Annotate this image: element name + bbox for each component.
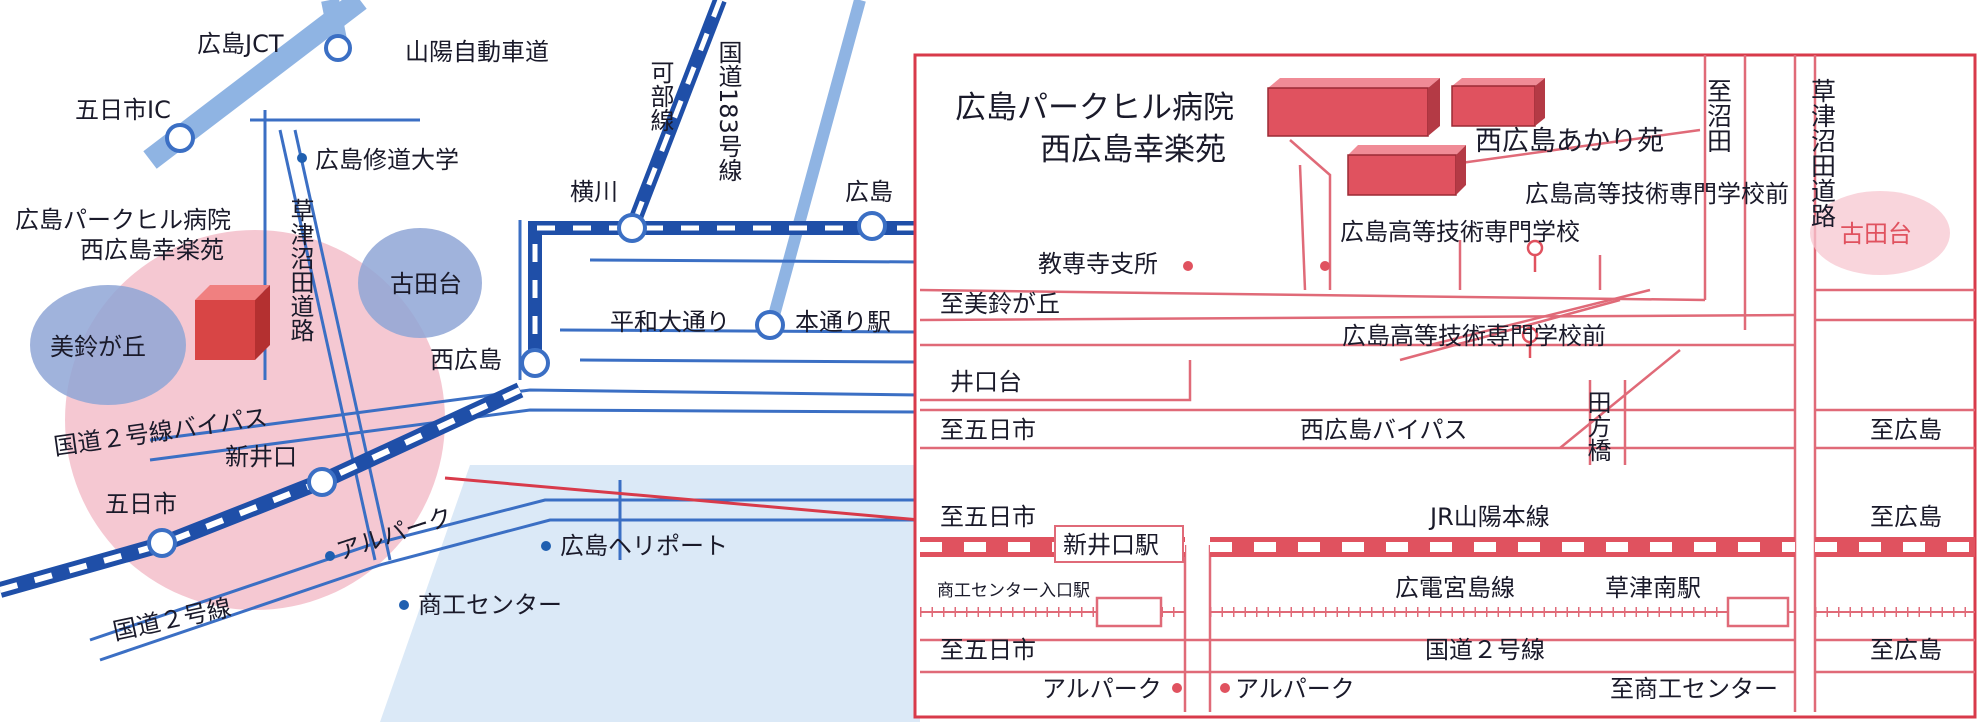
label-heliport: 広島ヘリポート xyxy=(560,532,728,560)
detail-to-hiroshima-2: 至広島 xyxy=(1870,503,1942,531)
detail-to-itsukaichi-3: 至五日市 xyxy=(940,636,1036,664)
detail-roads xyxy=(919,55,1975,712)
label-shoko-center: 商工センター xyxy=(418,591,562,619)
detail-shinguchi-station: 新井口駅 xyxy=(1063,531,1159,559)
label-shudo-university: 広島修道大学 xyxy=(315,146,459,174)
label-hondori-station: 本通り駅 xyxy=(795,308,891,336)
label-koda: 古田台 xyxy=(390,270,462,298)
jr-line-upper xyxy=(528,221,920,370)
roads xyxy=(89,110,921,662)
misuzu-area-blob xyxy=(30,285,186,405)
koda-area-blob xyxy=(358,228,482,338)
detail-kusatsu-minami: 草津南駅 xyxy=(1605,574,1701,602)
detail-tech-school: 広島高等技術専門学校 xyxy=(1340,218,1580,246)
detail-tech-busstop-mid: 広島高等技術専門学校前 xyxy=(1342,322,1606,350)
detail-akari-en: 西広島あかり苑 xyxy=(1475,126,1664,157)
detail-iguchidai: 井口台 xyxy=(950,368,1022,396)
detail-to-itsukaichi-1: 至五日市 xyxy=(940,416,1036,444)
detail-to-hiroshima-3: 至広島 xyxy=(1870,636,1942,664)
detail-to-numata: 至沼田 xyxy=(1704,78,1733,153)
facility-buildings xyxy=(1267,78,1545,196)
detail-hospital-title-1: 広島パークヒル病院 xyxy=(955,90,1234,126)
bus-stop-icons xyxy=(1521,239,1544,358)
label-itsukaichi: 五日市 xyxy=(105,490,177,518)
label-kusatsu-numata-road: 草津沼田道路 xyxy=(286,198,314,342)
stations xyxy=(147,34,887,558)
detail-shoko-entrance: 商工センター入口駅 xyxy=(937,581,1090,601)
zoom-connector-upper xyxy=(444,476,921,522)
detail-koda: 古田台 xyxy=(1840,220,1912,248)
label-heiwa-odori: 平和大通り xyxy=(610,308,730,336)
shinguchi-station-box xyxy=(1054,525,1184,563)
detail-hiroden-miyajima: 広電宮島線 xyxy=(1395,574,1515,602)
label-nishihiroshima: 西広島 xyxy=(430,346,502,374)
detail-tech-busstop-top: 広島高等技術専門学校前 xyxy=(1525,180,1789,208)
label-yokogawa: 横川 xyxy=(570,178,618,206)
label-kabe-line: 可部線 xyxy=(646,60,674,132)
detail-nishihiroshima-bypass: 西広島バイパス xyxy=(1300,416,1468,444)
detail-route2: 国道２号線 xyxy=(1425,636,1545,664)
detail-to-shoko: 至商工センター xyxy=(1610,675,1778,703)
label-misuzugaoka: 美鈴が丘 xyxy=(50,333,146,361)
label-route-183: 国道183号線 xyxy=(714,40,742,182)
detail-alpark-right: アルパーク xyxy=(1235,675,1355,703)
landmark-dots xyxy=(297,153,551,610)
detail-to-itsukaichi-2: 至五日市 xyxy=(940,503,1036,531)
detail-to-misuzu: 至美鈴が丘 xyxy=(940,290,1060,318)
detail-kusatsu-numata-road: 草津沼田道路 xyxy=(1808,78,1837,228)
label-hiroshima-station: 広島 xyxy=(845,178,893,206)
detail-dots xyxy=(1172,261,1330,693)
shoko-entrance-station-box xyxy=(1095,596,1163,628)
label-hiroshima-jct: 広島JCT xyxy=(197,30,284,58)
label-sanyo-expressway: 山陽自動車道 xyxy=(405,38,549,66)
detail-jr-sanyo: JR山陽本線 xyxy=(1428,503,1550,531)
label-itsukaichi-ic: 五日市IC xyxy=(75,96,171,124)
label-hospital-2: 西広島幸楽苑 xyxy=(80,236,224,264)
overview-map: 広島JCT 山陽自動車道 五日市IC 広島修道大学 広島パークヒル病院 西広島幸… xyxy=(0,0,921,722)
route-183-road xyxy=(764,0,866,332)
koda-area-highlight xyxy=(1810,191,1950,275)
label-hospital-1: 広島パークヒル病院 xyxy=(15,206,231,234)
detail-alpark-left: アルパーク xyxy=(1042,675,1162,703)
detail-hospital-title-2: 西広島幸楽苑 xyxy=(1040,132,1226,168)
label-route2: 国道２号線 xyxy=(110,594,233,646)
detail-to-hiroshima-1: 至広島 xyxy=(1870,416,1942,444)
kusatsu-minami-station-box xyxy=(1726,596,1790,628)
detail-kyosenji: 教専寺支所 xyxy=(1038,250,1158,278)
detail-map: 広島パークヒル病院 西広島幸楽苑 西広島あかり苑 至沼田 草津沼田道路 古田台 … xyxy=(913,53,1977,719)
detail-tagata-bridge: 田方橋 xyxy=(1583,390,1611,462)
label-shinguchi: 新井口 xyxy=(225,443,297,471)
hospital-block xyxy=(195,285,270,360)
